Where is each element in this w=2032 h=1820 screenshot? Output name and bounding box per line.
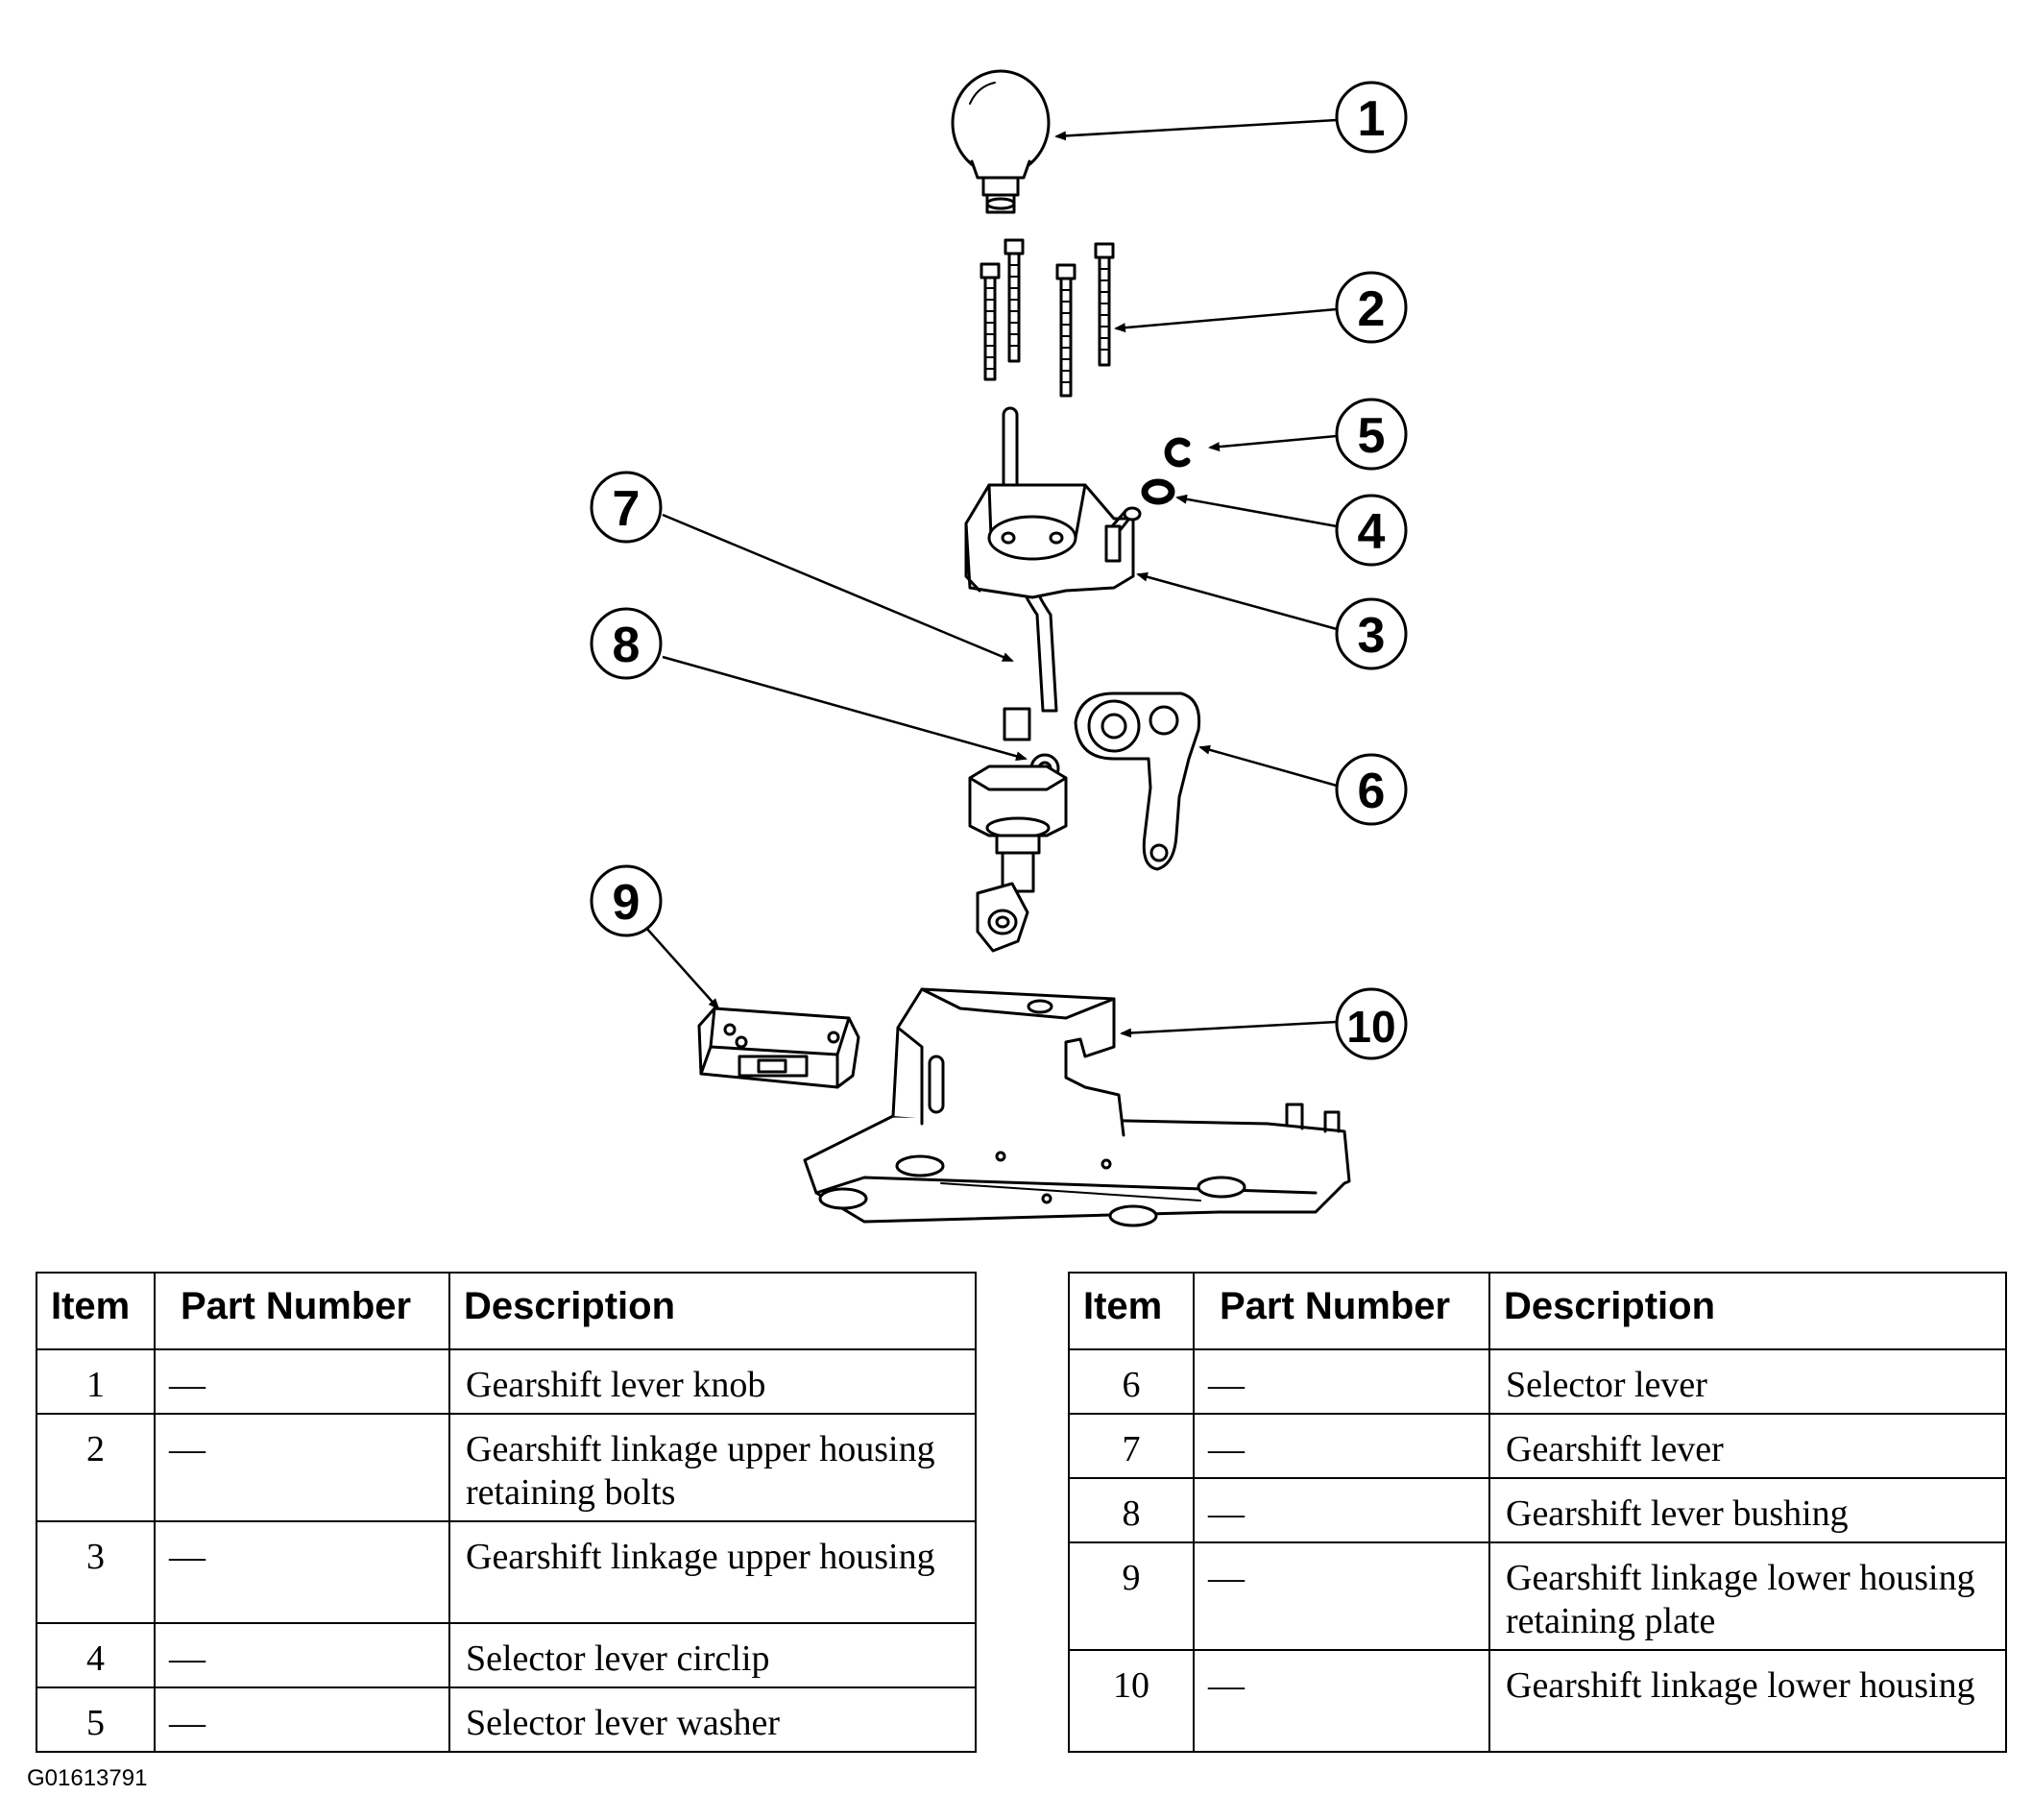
table-row: 5 — Selector lever washer	[36, 1687, 977, 1753]
description-cell: Selector lever	[1488, 1348, 2007, 1415]
part-number-cell: —	[154, 1413, 450, 1522]
leader-line-6	[1198, 744, 1338, 788]
description-cell: Gearshift lever bushing	[1488, 1477, 2007, 1543]
header-part-number: Part Number	[154, 1272, 450, 1350]
description-cell: Gearshift lever	[1488, 1413, 2007, 1479]
item-cell: 4	[36, 1622, 156, 1688]
callout-8: 8	[590, 607, 663, 680]
callout-1-label: 1	[1358, 91, 1386, 147]
description-cell: Gearshift linkage upper housing retainin…	[448, 1413, 977, 1522]
header-description: Description	[448, 1272, 977, 1350]
callout-10: 10	[1335, 987, 1408, 1060]
leader-line-7	[662, 513, 1014, 663]
lever-bushing-part	[968, 707, 1068, 953]
callout-3-label: 3	[1358, 608, 1386, 664]
part-number-cell: —	[1193, 1348, 1490, 1415]
callout-7-label: 7	[613, 481, 641, 537]
item-cell: 6	[1068, 1348, 1195, 1415]
parts-table-right: Item Part Number Description 6 — Selecto…	[1068, 1272, 2007, 1753]
callout-6-label: 6	[1358, 764, 1386, 819]
table-row: 3 — Gearshift linkage upper housing	[36, 1520, 977, 1624]
callout-3: 3	[1335, 597, 1408, 670]
callout-9-label: 9	[613, 875, 641, 931]
retaining-bolts-part	[980, 238, 1115, 398]
exploded-view-diagram: 1 2 5 4 3 6 10 7	[590, 69, 1408, 1227]
leader-line-8	[662, 655, 1028, 762]
leader-line-5	[1208, 434, 1338, 452]
selector-lever-part	[1074, 692, 1201, 871]
washer-part	[1164, 437, 1191, 468]
table-header-row: Item Part Number Description	[36, 1272, 977, 1350]
description-cell: Gearshift linkage lower housing retainin…	[1488, 1541, 2007, 1651]
circlip-part	[1141, 478, 1175, 505]
leader-line-4	[1175, 494, 1338, 528]
table-row: 1 — Gearshift lever knob	[36, 1348, 977, 1415]
part-number-cell: —	[154, 1622, 450, 1688]
table-row: 6 — Selector lever	[1068, 1348, 2007, 1415]
part-number-cell: —	[1193, 1649, 1490, 1753]
description-cell: Selector lever washer	[448, 1687, 977, 1753]
description-cell: Gearshift linkage lower housing	[1488, 1649, 2007, 1753]
callout-4: 4	[1335, 494, 1408, 567]
callout-2-label: 2	[1358, 281, 1386, 337]
table-row: 9 — Gearshift linkage lower housing reta…	[1068, 1541, 2007, 1651]
part-number-cell: —	[1193, 1541, 1490, 1651]
header-item: Item	[36, 1272, 156, 1350]
table-row: 2 — Gearshift linkage upper housing reta…	[36, 1413, 977, 1522]
part-number-cell: —	[1193, 1413, 1490, 1479]
leader-line-2	[1114, 307, 1338, 333]
callout-9: 9	[590, 864, 663, 937]
callout-7: 7	[590, 471, 663, 544]
callout-10-label: 10	[1346, 1002, 1395, 1052]
leader-line-3	[1136, 571, 1338, 631]
item-cell: 3	[36, 1520, 156, 1624]
item-cell: 8	[1068, 1477, 1195, 1543]
description-cell: Gearshift linkage upper housing	[448, 1520, 977, 1624]
retaining-plate-part	[697, 1007, 860, 1089]
description-cell: Gearshift lever knob	[448, 1348, 977, 1415]
callout-2: 2	[1335, 271, 1408, 344]
item-cell: 1	[36, 1348, 156, 1415]
table-header-row: Item Part Number Description	[1068, 1272, 2007, 1350]
part-number-cell: —	[154, 1520, 450, 1624]
description-cell: Selector lever circlip	[448, 1622, 977, 1688]
item-cell: 10	[1068, 1649, 1195, 1753]
callout-8-label: 8	[613, 618, 641, 673]
header-description: Description	[1488, 1272, 2007, 1350]
gearshift-knob-part	[951, 69, 1051, 214]
upper-housing-part	[964, 483, 1142, 599]
table-row: 7 — Gearshift lever	[1068, 1413, 2007, 1479]
header-part-number: Part Number	[1193, 1272, 1490, 1350]
parts-table-left: Item Part Number Description 1 — Gearshi…	[36, 1272, 977, 1753]
leader-line-9	[644, 926, 720, 1010]
part-number-cell: —	[154, 1348, 450, 1415]
item-cell: 9	[1068, 1541, 1195, 1651]
item-cell: 5	[36, 1687, 156, 1753]
callout-4-label: 4	[1358, 504, 1386, 560]
table-row: 10 — Gearshift linkage lower housing	[1068, 1649, 2007, 1753]
callout-1: 1	[1335, 81, 1408, 154]
part-number-cell: —	[154, 1687, 450, 1753]
callout-5: 5	[1335, 398, 1408, 471]
callout-6: 6	[1335, 753, 1408, 826]
leader-line-1	[1054, 118, 1338, 141]
part-number-cell: —	[1193, 1477, 1490, 1543]
item-cell: 2	[36, 1413, 156, 1522]
figure-id: G01613791	[27, 1765, 148, 1791]
lower-housing-part	[803, 987, 1351, 1227]
leader-line-10	[1120, 1020, 1338, 1038]
callout-5-label: 5	[1358, 408, 1386, 464]
item-cell: 7	[1068, 1413, 1195, 1479]
table-row: 4 — Selector lever circlip	[36, 1622, 977, 1688]
header-item: Item	[1068, 1272, 1195, 1350]
table-row: 8 — Gearshift lever bushing	[1068, 1477, 2007, 1543]
